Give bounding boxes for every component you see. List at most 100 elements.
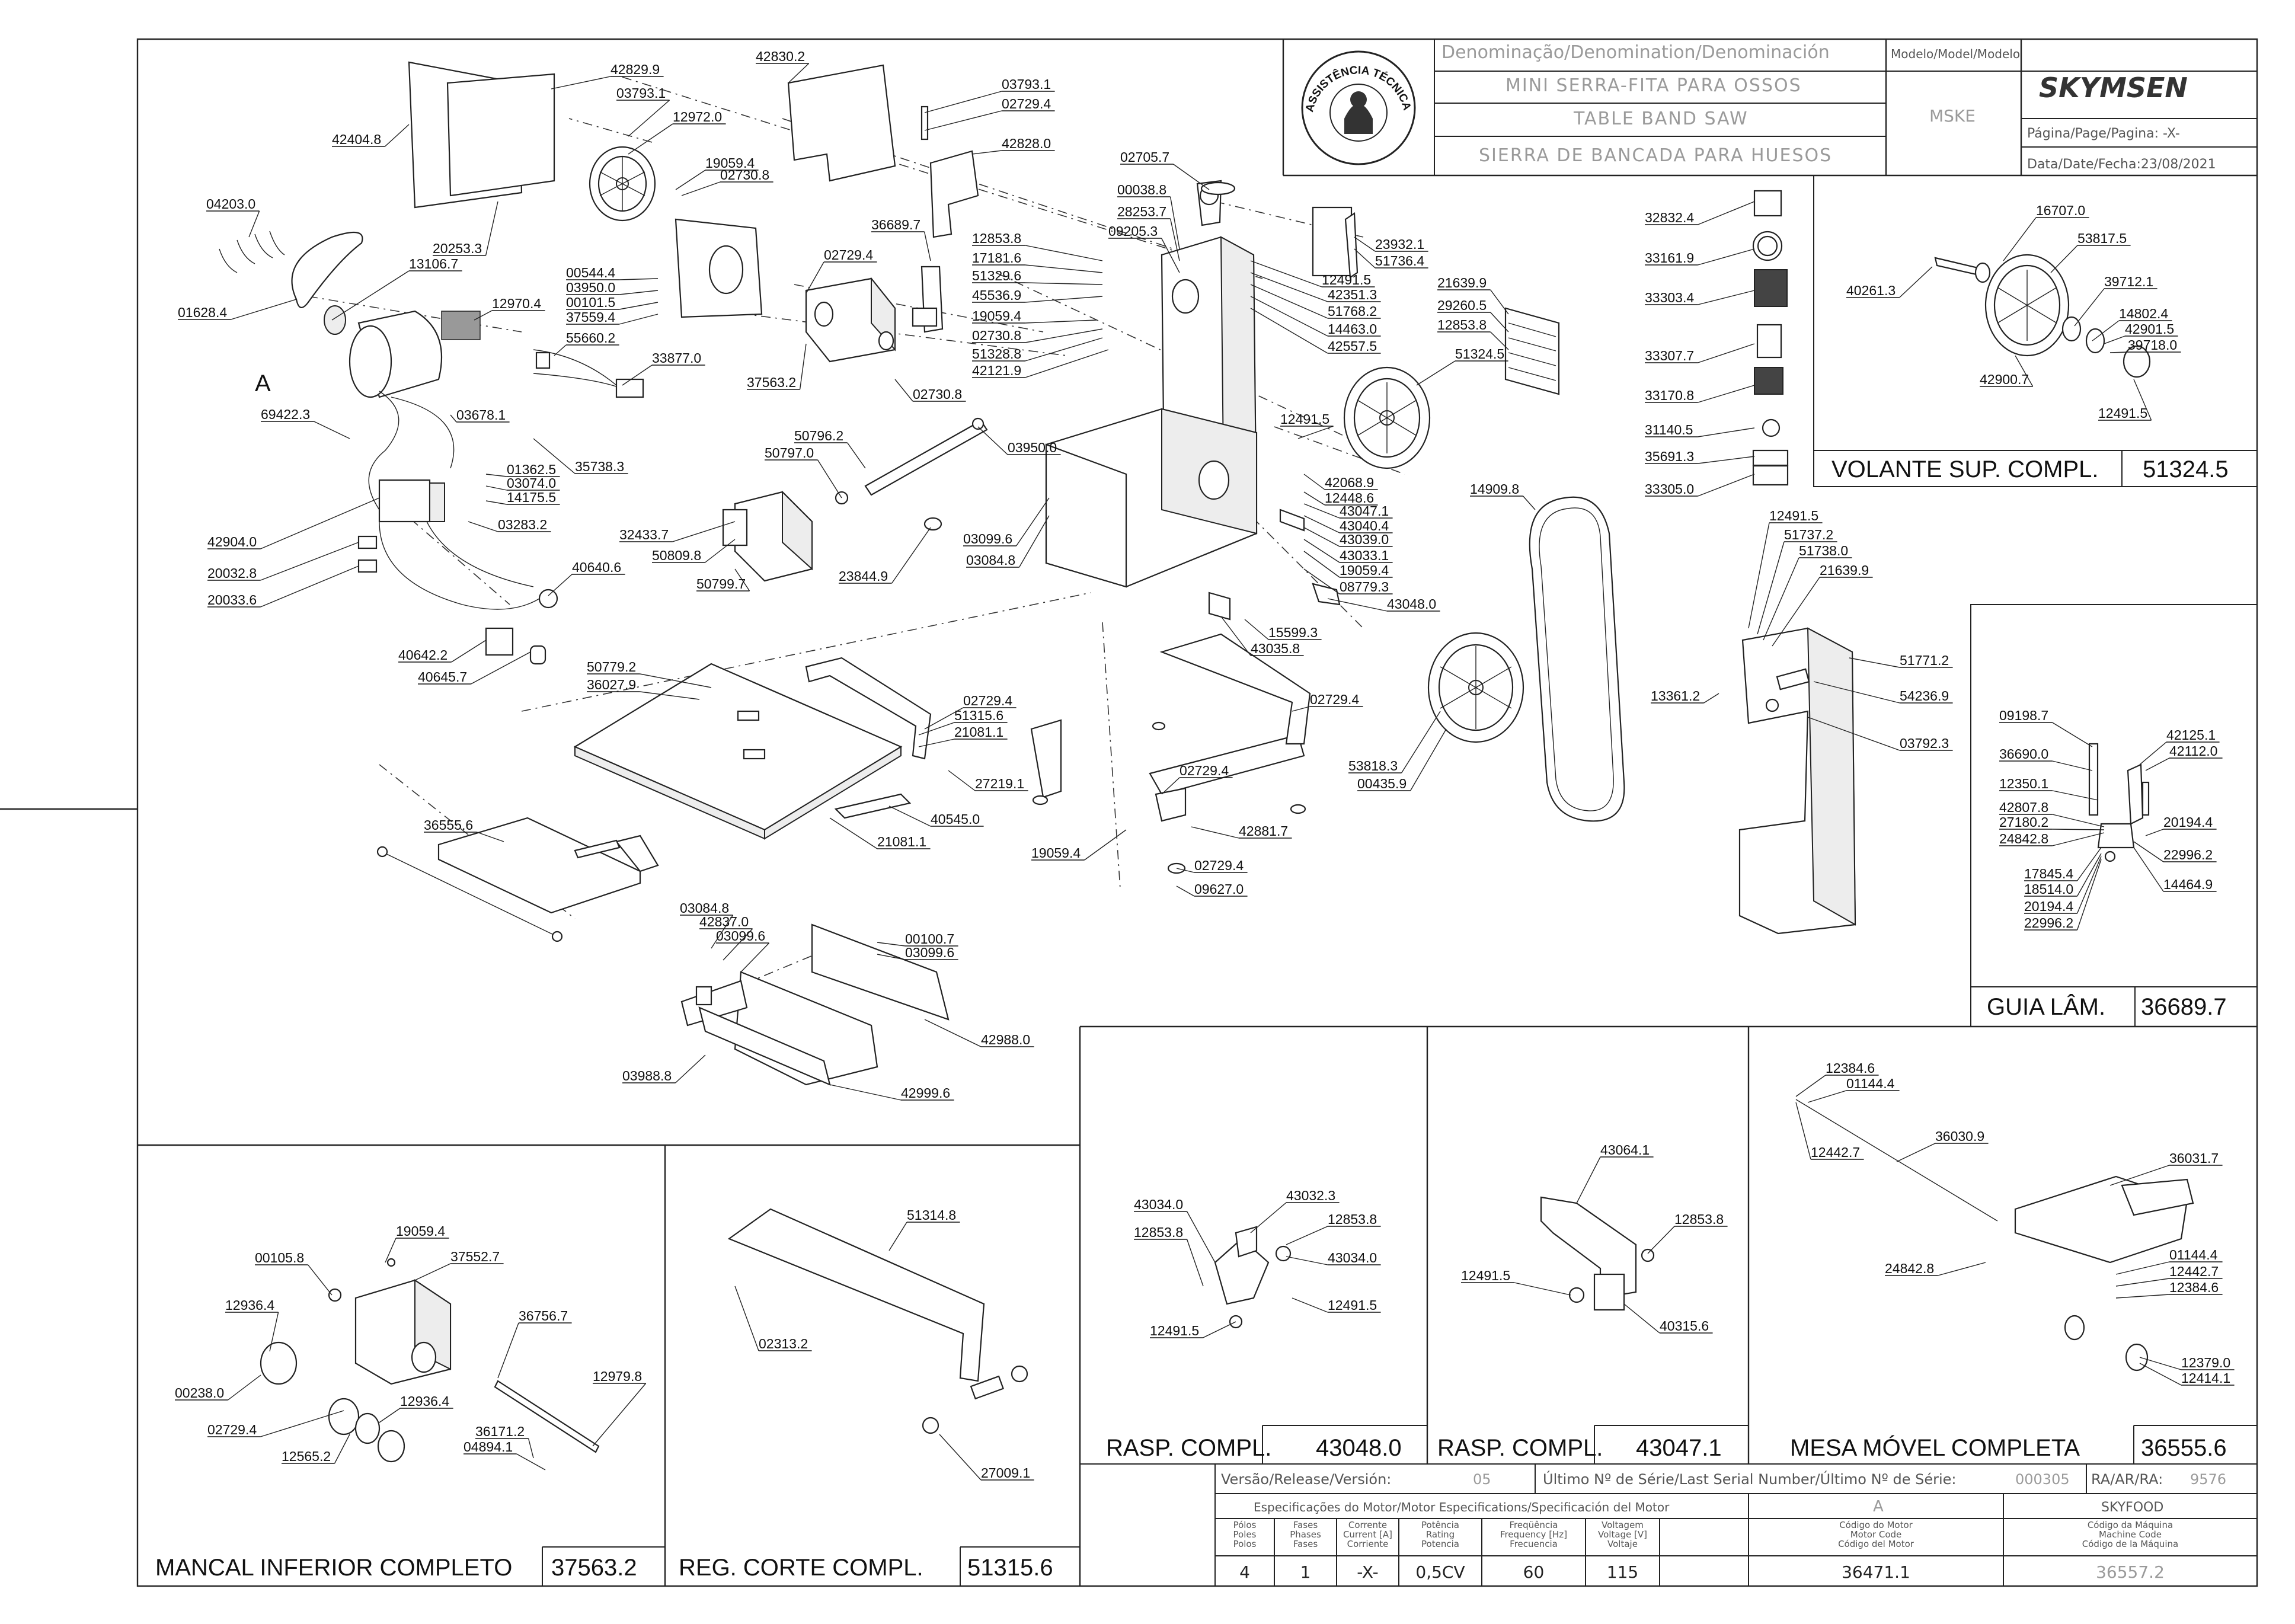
name-pt: MINI SERRA-FITA PARA OSSOS xyxy=(1506,75,1802,96)
leader-line xyxy=(1807,717,1900,751)
leader-line xyxy=(2052,722,2093,747)
part-number-label: 50796.2 xyxy=(794,428,843,443)
leader-line xyxy=(485,201,498,256)
part-number-label: 40640.6 xyxy=(572,560,621,575)
leader-line xyxy=(485,474,507,477)
leader-line xyxy=(1807,1090,1847,1103)
part-number-label: 53818.3 xyxy=(1348,758,1398,773)
part-number-label: 03988.8 xyxy=(622,1068,672,1083)
part-number-label: 12565.2 xyxy=(282,1449,331,1464)
part-number-label: 00544.4 xyxy=(566,265,615,280)
leader-line xyxy=(379,1408,401,1423)
spec-columns: PólosPolesPolos4FasesPhasesFases1Corrent… xyxy=(1233,1520,2179,1582)
leader-line xyxy=(2115,1278,2170,1287)
part-number-label: 42557.5 xyxy=(1328,338,1377,354)
part-number-label: 50779.2 xyxy=(587,659,636,674)
part-number-label: 08779.3 xyxy=(1340,579,1389,594)
leader-line xyxy=(1813,681,1900,704)
leader-line xyxy=(1220,616,1251,656)
leader-line xyxy=(1303,539,1340,563)
leader-line xyxy=(2145,829,2164,836)
part-number-label: 43034.0 xyxy=(1134,1197,1183,1212)
leader-line xyxy=(1490,331,1509,350)
leader-line xyxy=(1698,290,1755,305)
part-number-label: 18514.0 xyxy=(2024,881,2073,897)
part-number-label: 12384.6 xyxy=(2169,1280,2219,1295)
spec-header: Poles xyxy=(1233,1529,1257,1540)
part-number-label: 03950.0 xyxy=(566,280,615,295)
part-number-label: 51768.2 xyxy=(1328,303,1377,319)
part-number-label: 03793.1 xyxy=(1002,76,1051,92)
part-number-label: 27219.1 xyxy=(975,776,1024,791)
leader-line xyxy=(948,770,976,791)
subassembly-title: VOLANTE SUP. COMPL. xyxy=(1831,456,2099,482)
part-number-label: 50809.8 xyxy=(652,548,701,563)
part-number-label: 02729.4 xyxy=(207,1422,257,1437)
leader-line xyxy=(2076,859,2102,931)
part-number-label: 51328.8 xyxy=(972,346,1021,362)
part-number-label: 19059.4 xyxy=(1031,845,1081,861)
part-number-label: 03074.0 xyxy=(507,475,556,491)
leader-line xyxy=(485,500,507,505)
rasp-43047-drawing xyxy=(1540,1196,1655,1311)
leader-line xyxy=(1523,495,1536,510)
leader-line xyxy=(799,343,807,390)
spec-header: Polos xyxy=(1233,1539,1257,1549)
leader-line xyxy=(1698,248,1755,266)
leader-line xyxy=(1303,474,1325,490)
door-cover-panel xyxy=(408,61,555,209)
leader-line xyxy=(2139,741,2167,765)
spec-value: 115 xyxy=(1607,1562,1638,1582)
part-number-label: 02729.4 xyxy=(1180,763,1229,778)
authorized-service-seal: ASSISTÊNCIA TÉCNICA AUTORIZADA xyxy=(0,0,1416,165)
part-number-label: 09198.7 xyxy=(1999,708,2048,723)
part-number-label: 00105.8 xyxy=(255,1250,304,1265)
leader-line xyxy=(1025,328,1103,343)
leader-line xyxy=(331,270,410,321)
leader-line xyxy=(1409,728,1447,791)
leader-line xyxy=(1899,266,1933,298)
leader-line xyxy=(1757,541,1785,635)
leader-line xyxy=(1203,1321,1236,1338)
subassembly-title: REG. CORTE COMPL. xyxy=(679,1555,923,1581)
leader-line xyxy=(711,915,734,949)
leader-line xyxy=(2050,245,2078,273)
lower-bearing-housing xyxy=(805,277,896,363)
spec-header: Potencia xyxy=(1421,1539,1459,1549)
part-labels: 42829.942404.804203.001628.420253.313106… xyxy=(175,49,2230,1481)
leader-line xyxy=(675,170,706,190)
part-number-label: 02730.8 xyxy=(972,328,1021,343)
part-number-label: 19059.4 xyxy=(972,308,1021,324)
leader-line xyxy=(877,954,906,960)
part-number-label: 43035.8 xyxy=(1251,641,1300,656)
part-number-label: 02729.4 xyxy=(824,247,873,263)
leader-line xyxy=(1698,474,1755,497)
lower-wheel xyxy=(1427,632,1524,743)
part-number-label: 03792.3 xyxy=(1900,736,1949,751)
leader-line xyxy=(924,110,1002,131)
part-number-label: 03099.6 xyxy=(716,928,765,944)
leader-line xyxy=(675,1054,706,1083)
machine-brand: SKYFOOD xyxy=(2101,1500,2163,1515)
leader-line xyxy=(1763,557,1799,641)
leader-line xyxy=(1354,236,1376,252)
part-number-label: 12414.1 xyxy=(2181,1370,2230,1386)
leader-line xyxy=(1292,1297,1328,1313)
leader-line xyxy=(451,640,487,663)
spec-header: Fases xyxy=(1293,1539,1318,1549)
subassembly-title: RASP. COMPL. xyxy=(1106,1435,1271,1461)
part-number-label: 32832.4 xyxy=(1645,210,1694,225)
part-number-label: 00100.7 xyxy=(905,931,954,947)
motor-spec-value: A xyxy=(1873,1498,1884,1516)
spec-header: Current [A] xyxy=(1343,1529,1392,1540)
shaft-bearing-block xyxy=(722,490,813,582)
drawing-frame xyxy=(0,38,2258,1587)
leader-line xyxy=(2109,1165,2170,1186)
leader-line xyxy=(1303,551,1340,578)
vent-grille xyxy=(1504,307,1560,395)
leader-line xyxy=(528,1438,534,1459)
part-number-label: 43048.0 xyxy=(1387,596,1436,612)
spec-header: Código del Motor xyxy=(1838,1539,1914,1549)
